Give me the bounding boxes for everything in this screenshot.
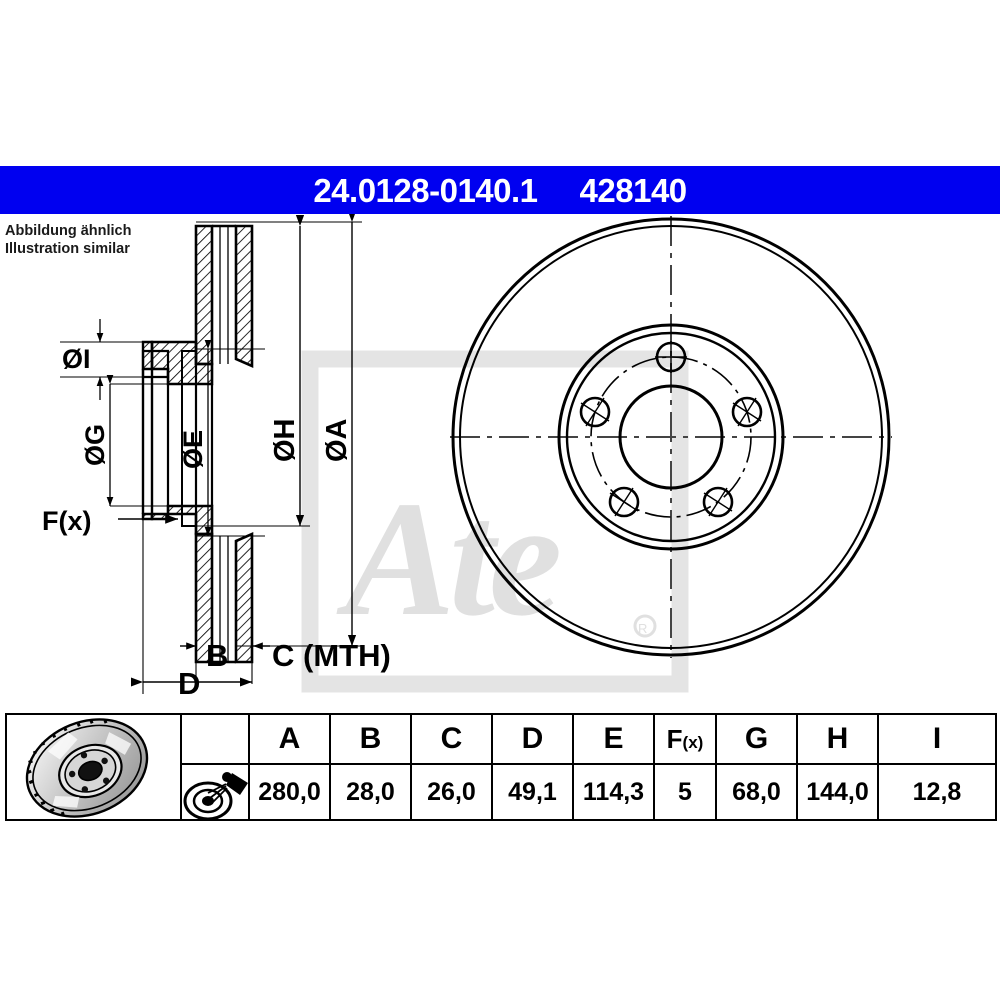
- hub-hat-inner-circle: [565, 331, 777, 543]
- label-force-fx: F(x): [42, 506, 92, 536]
- column-header-Fx: F(x): [653, 713, 717, 765]
- column-header-E: E: [572, 713, 655, 765]
- label-diameter-A: ØA: [321, 418, 353, 462]
- coating-icon-header-spacer: [180, 713, 250, 765]
- label-diameter-I: ØI: [62, 344, 91, 374]
- table-header-row: A B C D E F(x) G H I: [5, 713, 997, 821]
- face-view: [450, 216, 892, 658]
- value-D: 49,1: [491, 763, 574, 821]
- brake-disc-3d-icon: [5, 713, 182, 821]
- label-diameter-E: ØE: [178, 430, 208, 469]
- dimension-labels: ØI ØG ØE ØH ØA F(x) B C (MTH) D: [42, 344, 391, 701]
- ate-watermark: Ate R: [301, 350, 689, 693]
- value-G: 68,0: [715, 763, 798, 821]
- column-header-B: B: [329, 713, 412, 765]
- bolt-circle: [590, 356, 752, 518]
- bolt-hole: [731, 396, 763, 428]
- bolt-hole: [608, 486, 640, 518]
- value-Fx: 5: [653, 763, 717, 821]
- part-number: 24.0128-0140.1: [313, 171, 538, 209]
- fx-sub: (x): [682, 732, 704, 752]
- column-header-A: A: [248, 713, 331, 765]
- note-line-english: Illustration similar: [5, 241, 130, 258]
- bolt-hole: [655, 341, 687, 373]
- column-header-D: D: [491, 713, 574, 765]
- center-bore-circle: [618, 384, 724, 490]
- svg-text:R: R: [638, 621, 647, 636]
- disc-friction-inner-circle: [459, 225, 883, 649]
- column-header-H: H: [796, 713, 879, 765]
- label-diameter-H: ØH: [269, 419, 301, 463]
- dimensions-table: A B C D E F(x) G H I: [5, 713, 997, 821]
- column-header-I: I: [877, 713, 997, 765]
- svg-text:Ate: Ate: [336, 467, 559, 650]
- fx-main: F: [666, 723, 683, 754]
- column-header-C: C: [410, 713, 493, 765]
- bolt-hole: [579, 396, 611, 428]
- bolt-holes: [579, 341, 763, 518]
- value-H: 144,0: [796, 763, 879, 821]
- article-number: 428140: [579, 171, 688, 209]
- value-I: 12,8: [877, 763, 997, 821]
- value-A: 280,0: [248, 763, 331, 821]
- bolt-hole: [702, 486, 734, 518]
- value-E: 114,3: [572, 763, 655, 821]
- technical-drawing: Ate R: [0, 214, 1000, 714]
- label-dim-B: B: [206, 638, 228, 673]
- note-line-german: Abbildung ähnlich: [5, 223, 132, 239]
- label-dim-C-mth: C (MTH): [272, 638, 391, 673]
- column-header-G: G: [715, 713, 798, 765]
- label-diameter-G: ØG: [80, 424, 110, 466]
- centerlines: [450, 216, 892, 658]
- table-value-row: 280,0 28,0 26,0 49,1 114,3 5 68,0 144,0 …: [6, 763, 997, 821]
- hub-hat-outer-circle: [557, 323, 785, 551]
- label-dim-D: D: [178, 666, 200, 701]
- header-bar: 24.0128-0140.1 428140: [0, 166, 1000, 214]
- value-C: 26,0: [410, 763, 493, 821]
- dimension-annotations: [60, 214, 362, 694]
- disc-coating-spray-icon: [180, 763, 250, 821]
- value-B: 28,0: [329, 763, 412, 821]
- illustration-similar-note: Abbildung ähnlich Illustration similar: [5, 222, 131, 258]
- disc-outer-circle: [451, 217, 891, 657]
